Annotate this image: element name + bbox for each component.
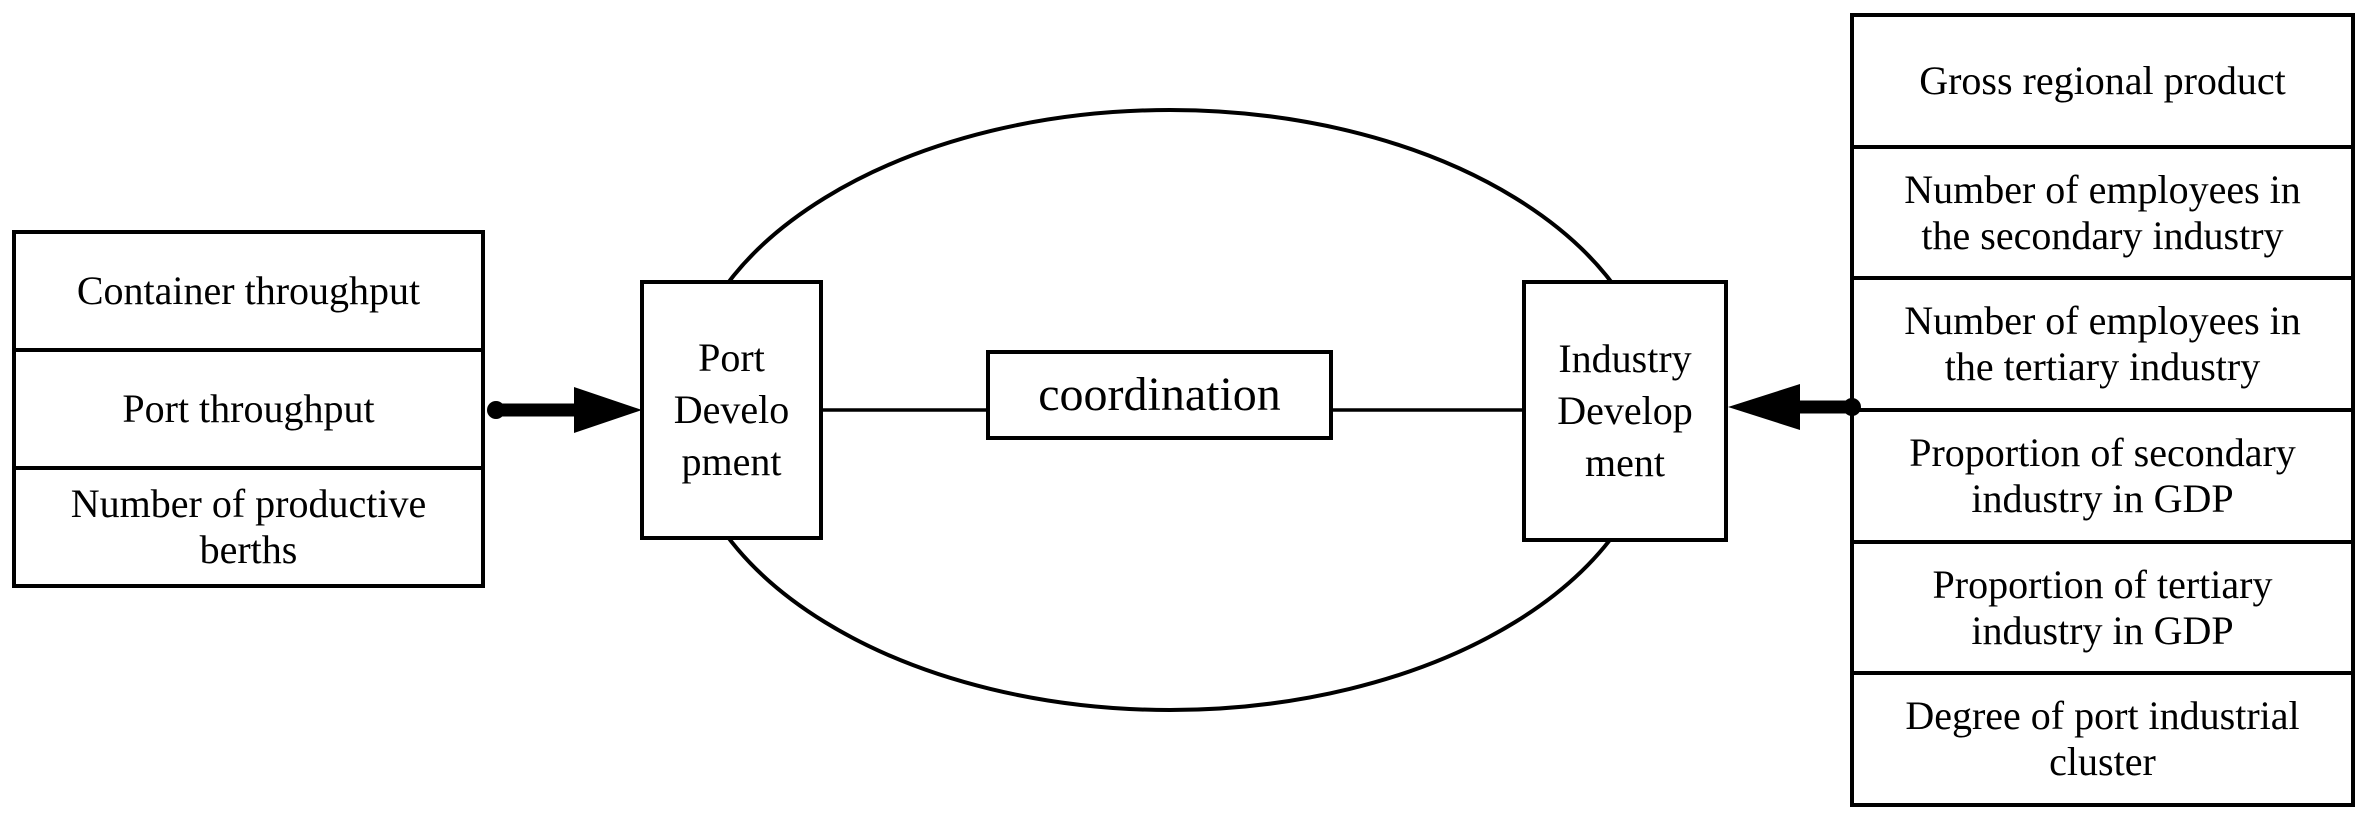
left-arrow xyxy=(487,387,642,433)
coordination-label: coordination xyxy=(1038,368,1281,421)
table-cell-label: Proportion of tertiary industry in GDP xyxy=(1932,561,2273,653)
table-row: Number of employees in the secondary ind… xyxy=(1854,144,2351,277)
table-row: Port throughput xyxy=(16,348,481,466)
table-row: Gross regional product xyxy=(1854,17,2351,145)
industry-development-label: Industry Develop ment xyxy=(1557,336,1693,485)
table-cell-label: Degree of port industrial cluster xyxy=(1905,693,2300,785)
table-row: Container throughput xyxy=(16,234,481,348)
table-cell-label: Container throughput xyxy=(76,268,421,313)
left-arrowhead-icon xyxy=(574,387,642,433)
table-cell-label: Number of productive berths xyxy=(70,481,427,572)
right-arrowhead-icon xyxy=(1728,384,1800,430)
table-row: Number of productive berths xyxy=(16,466,481,584)
table-cell-label: Proportion of secondary industry in GDP xyxy=(1909,429,2296,521)
table-row: Degree of port industrial cluster xyxy=(1854,671,2351,803)
port-indicators-table: Container throughput Port throughput Num… xyxy=(12,230,485,588)
right-arrow xyxy=(1728,384,1861,430)
table-row: Proportion of tertiary industry in GDP xyxy=(1854,539,2351,672)
industry-development-box: Industry Develop ment xyxy=(1522,280,1728,542)
left-arrow-tail-dot xyxy=(487,401,505,419)
table-row: Proportion of secondary industry in GDP xyxy=(1854,408,2351,540)
port-development-label: Port Develo pment xyxy=(673,335,790,484)
table-cell-label: Port throughput xyxy=(122,386,375,431)
table-row: Number of employees in the tertiary indu… xyxy=(1854,276,2351,408)
table-cell-label: Number of employees in the secondary ind… xyxy=(1904,166,2301,258)
table-cell-label: Gross regional product xyxy=(1919,57,2286,103)
table-cell-label: Number of employees in the tertiary indu… xyxy=(1904,298,2301,390)
industry-indicators-table: Gross regional product Number of employe… xyxy=(1850,13,2355,807)
coordination-box: coordination xyxy=(986,350,1333,440)
port-development-box: Port Develo pment xyxy=(640,280,823,540)
